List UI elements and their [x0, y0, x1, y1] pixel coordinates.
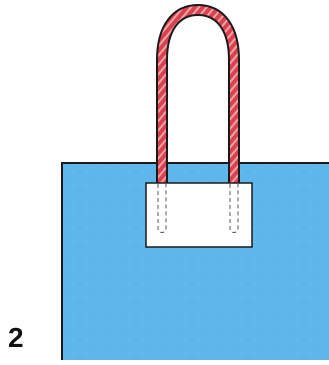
reinforcement-tab — [146, 183, 252, 247]
step-number: 2 — [8, 318, 48, 358]
